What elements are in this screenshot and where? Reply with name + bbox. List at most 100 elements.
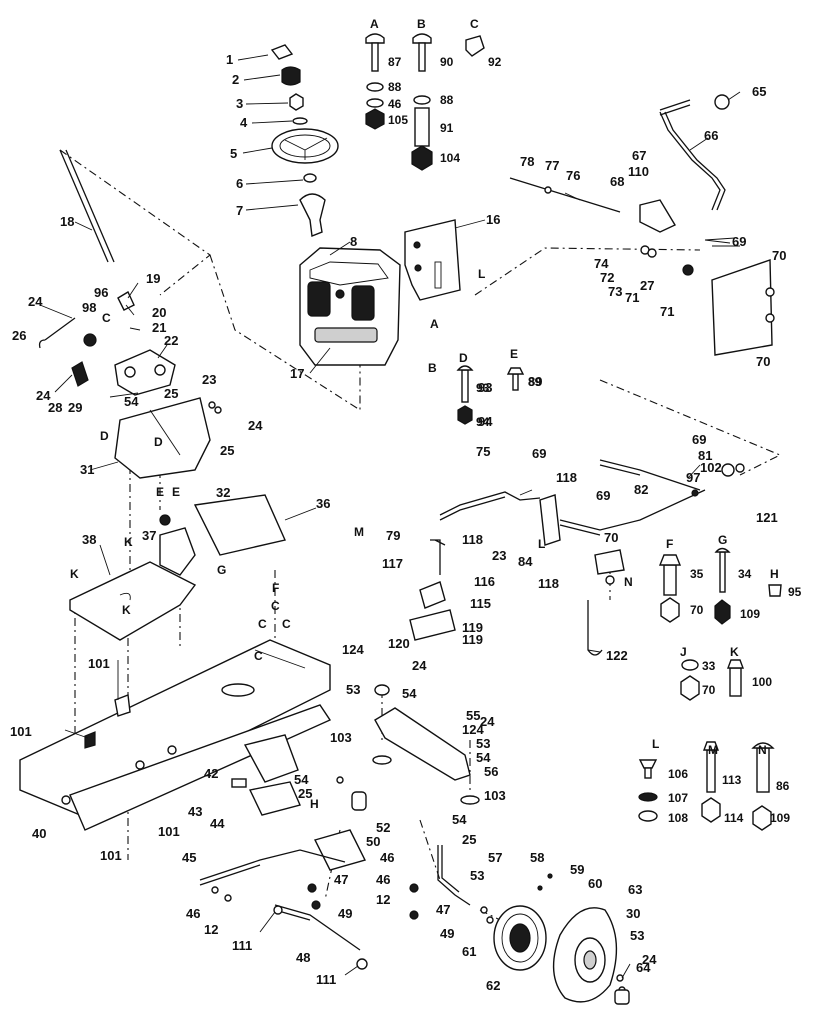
callout: 111: [232, 938, 252, 953]
callout: 97: [686, 470, 700, 485]
callout: 64: [636, 960, 651, 975]
callout: 53: [470, 868, 484, 883]
ref-letter: M: [354, 525, 364, 539]
callout: 121: [756, 510, 778, 525]
callout: 84: [518, 554, 533, 569]
callout: 53: [630, 928, 644, 943]
callout: 120: [388, 636, 410, 651]
legend-letter: J: [680, 645, 687, 659]
callout: 73: [608, 284, 622, 299]
callout: 71: [660, 304, 674, 319]
legend-num: 87: [388, 55, 402, 69]
callout: 75: [476, 444, 490, 459]
legend-num: 114: [724, 811, 744, 825]
callout: 65: [752, 84, 766, 99]
callout: 101: [10, 724, 32, 739]
callout: 7: [236, 203, 243, 218]
ref-letter: K: [70, 567, 79, 581]
callout: 23: [492, 548, 506, 563]
callout: 25: [462, 832, 476, 847]
callout: 102: [700, 460, 722, 475]
callout: 110: [628, 164, 649, 179]
ref-letter: B: [428, 361, 437, 375]
callout: 54: [452, 812, 467, 827]
callout: 24: [480, 714, 495, 729]
callout: 50: [366, 834, 380, 849]
callout: 82: [634, 482, 648, 497]
callout: 118: [538, 576, 559, 591]
ref-letter: A: [430, 317, 439, 331]
callout: 79: [386, 528, 400, 543]
legend-letter: M: [708, 743, 718, 757]
callout: 58: [530, 850, 544, 865]
callout: 89: [528, 374, 542, 389]
callout: 24: [28, 294, 43, 309]
callout: 122: [606, 648, 628, 663]
legend-num: 35: [690, 567, 704, 581]
ref-letter: G: [217, 563, 226, 577]
ref-letter: C: [271, 599, 280, 613]
callout: 78: [520, 154, 534, 169]
callout: 59: [570, 862, 584, 877]
legend-num: 113: [722, 773, 742, 787]
callout: 28: [48, 400, 62, 415]
callout: 2: [232, 72, 239, 87]
callout: 67: [632, 148, 646, 163]
ref-letter: E: [172, 485, 180, 499]
callout: 70: [604, 530, 618, 545]
callout: 101: [158, 824, 180, 839]
legend-num: 105: [388, 113, 408, 127]
callout: 46: [376, 872, 390, 887]
callout: 124: [462, 722, 484, 737]
callout: 1: [226, 52, 233, 67]
callout: 69: [532, 446, 546, 461]
ref-letter: D: [100, 429, 109, 443]
legend-letter: F: [666, 537, 673, 551]
leader-lines: [39, 54, 741, 979]
legend-num: 91: [440, 121, 454, 135]
plate-38: [69, 561, 197, 641]
ref-letter: H: [310, 797, 319, 811]
callout: 42: [204, 766, 218, 781]
callout: 69: [692, 432, 706, 447]
legend-letter: K: [730, 645, 739, 659]
callout: 119: [462, 620, 483, 635]
ref-letter: C: [102, 311, 111, 325]
callout: 93: [478, 380, 492, 395]
callout: 27: [640, 278, 654, 293]
ref-letter: F: [272, 581, 279, 595]
callout: 25: [220, 443, 234, 458]
hub-cap: [614, 989, 630, 1005]
steering-insert: [281, 66, 301, 86]
frame-rails: [19, 639, 332, 831]
steering-shaft-knob: [299, 193, 326, 237]
callout: 60: [588, 876, 602, 891]
legend-letter: L: [652, 737, 659, 751]
rod: [509, 177, 621, 213]
callout: 46: [186, 906, 200, 921]
callout: 69: [596, 488, 610, 503]
callout: 54: [402, 686, 417, 701]
callout: 21: [152, 320, 166, 335]
callout: 77: [545, 158, 559, 173]
hardware-stack-a: [365, 33, 385, 130]
legend-num: 89: [528, 375, 542, 389]
hardware-c: [465, 35, 485, 57]
callout: 20: [152, 305, 166, 320]
steering-column: [59, 149, 109, 263]
bracket-44: [248, 781, 301, 816]
front-wheel: [480, 873, 630, 1005]
legend-num: 107: [668, 791, 688, 805]
callout: 70: [772, 248, 786, 263]
callout: 117: [382, 556, 403, 571]
legend-num: 95: [788, 585, 802, 599]
ref-letter: E: [156, 485, 164, 499]
callout: 103: [330, 730, 352, 745]
legend-num: 93: [476, 381, 490, 395]
callout: 8: [350, 234, 357, 249]
callout: 25: [164, 386, 178, 401]
legend-letter: C: [470, 17, 479, 31]
front-axle: [199, 684, 480, 970]
hardware-stack-b: [411, 33, 433, 171]
callout: 118: [556, 470, 577, 485]
